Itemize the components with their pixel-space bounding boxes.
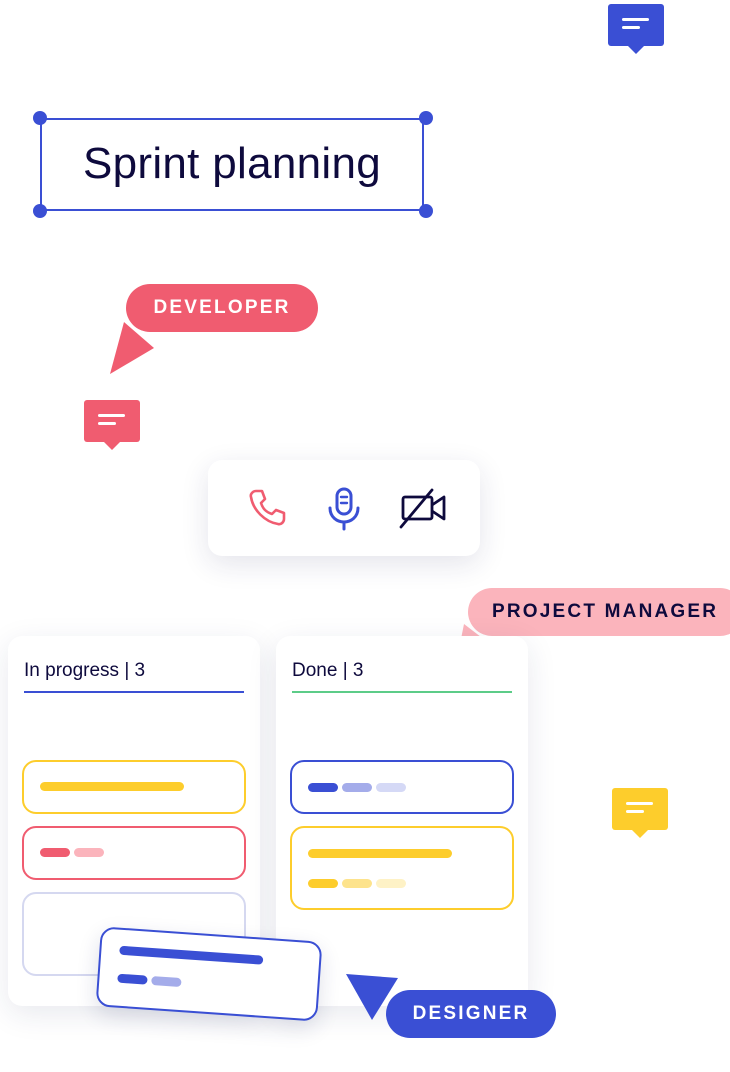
task-card[interactable] [290, 760, 514, 814]
column-title: Done | 3 [292, 660, 364, 681]
task-bar [376, 783, 406, 792]
designer-cursor-icon [346, 974, 398, 1020]
column-divider [24, 691, 244, 693]
column-title: In progress | 3 [24, 660, 146, 681]
task-bar [117, 973, 148, 985]
comment-line [622, 18, 649, 21]
kanban-column-done: Done | 3 [276, 636, 528, 1006]
comment-line [622, 26, 640, 29]
task-card[interactable] [290, 826, 514, 910]
task-bar [342, 783, 372, 792]
microphone-icon [328, 487, 360, 531]
task-bar [74, 848, 104, 857]
project-manager-tag: PROJECT MANAGER [468, 588, 730, 636]
task-bar [308, 783, 338, 792]
resize-handle-top-right[interactable] [419, 111, 433, 125]
video-off-icon [399, 488, 446, 529]
comment-icon[interactable] [608, 4, 664, 54]
comment-line [626, 802, 653, 805]
phone-button[interactable] [241, 482, 293, 534]
comment-icon[interactable] [84, 400, 140, 450]
resize-handle-bottom-left[interactable] [33, 204, 47, 218]
task-bar [308, 849, 452, 858]
comment-icon[interactable] [612, 788, 668, 838]
page-title: Sprint planning [82, 139, 382, 188]
task-card[interactable] [22, 760, 246, 814]
resize-handle-top-left[interactable] [33, 111, 47, 125]
task-bar [151, 976, 182, 988]
task-card[interactable] [22, 826, 246, 880]
task-bar [40, 782, 184, 791]
title-selection-box[interactable]: Sprint planning [40, 118, 424, 211]
task-bar [342, 879, 372, 888]
call-toolbar [208, 460, 480, 556]
phone-icon [249, 489, 286, 526]
column-divider [292, 691, 512, 693]
dragged-task-card[interactable] [95, 926, 323, 1022]
microphone-button[interactable] [318, 482, 370, 534]
comment-line [626, 810, 644, 813]
comment-line [98, 414, 125, 417]
task-bar [376, 879, 406, 888]
task-bar [40, 848, 70, 857]
developer-tag: DEVELOPER [126, 284, 318, 332]
video-button[interactable] [398, 482, 450, 534]
comment-line [98, 422, 116, 425]
resize-handle-bottom-right[interactable] [419, 204, 433, 218]
task-bar [119, 945, 264, 965]
developer-cursor-icon [110, 322, 154, 374]
task-bar [308, 879, 338, 888]
designer-tag: DESIGNER [386, 990, 556, 1038]
